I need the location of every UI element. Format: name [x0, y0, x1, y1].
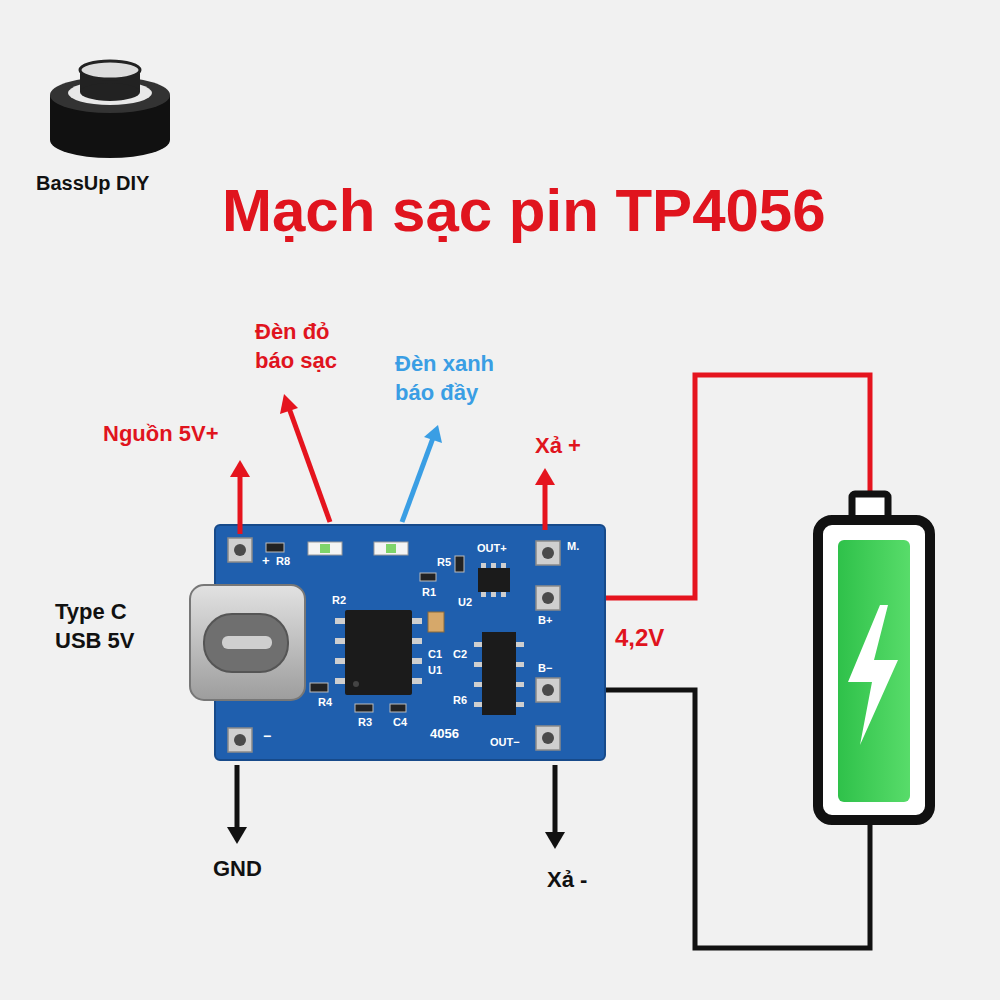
- silkscreen-label: R3: [358, 717, 372, 728]
- silkscreen-label: −: [263, 729, 271, 743]
- callout-label: BassUp DIY: [36, 170, 149, 196]
- callout-label: 4,2V: [615, 622, 664, 653]
- callout-label: Nguồn 5V+: [103, 420, 219, 449]
- title: Mạch sạc pin TP4056: [222, 178, 826, 244]
- silkscreen-label: M.: [567, 541, 579, 552]
- leader-arrows: [227, 394, 565, 849]
- pcb: [190, 525, 605, 760]
- silkscreen-label: C1: [428, 649, 442, 660]
- silkscreen-label: C2: [453, 649, 467, 660]
- silkscreen-label: R6: [453, 695, 467, 706]
- logo-speaker: [50, 61, 170, 158]
- silkscreen-label: R4: [318, 697, 332, 708]
- silkscreen-label: U2: [458, 597, 472, 608]
- callout-label: Đèn đỏ báo sạc: [255, 318, 367, 375]
- battery: [818, 494, 930, 820]
- silkscreen-label: +: [262, 554, 270, 567]
- silkscreen-label: R8: [276, 556, 290, 567]
- callout-label: GND: [213, 855, 262, 884]
- callout-label: Đèn xanh báo đầy: [395, 350, 533, 407]
- silkscreen-label: C4: [393, 717, 407, 728]
- silkscreen-label: U1: [428, 665, 442, 676]
- silkscreen-label: OUT+: [477, 543, 507, 554]
- silkscreen-label: B−: [538, 663, 552, 674]
- silkscreen-label: R2: [332, 595, 346, 606]
- pcb-module: + R8 R5 OUT+ M. R2 R1U2B+ C2 C1U1 B− R6 R4R3 C4 4056O…: [215, 525, 605, 760]
- callout-label: Xả +: [535, 432, 581, 461]
- silkscreen-label: R1: [422, 587, 436, 598]
- callout-label: Type C USB 5V: [55, 598, 155, 655]
- silkscreen-label: OUT−: [490, 737, 520, 748]
- callout-label: Xả -: [547, 866, 587, 895]
- silkscreen-label: R5: [437, 557, 451, 568]
- silkscreen-label: B+: [538, 615, 552, 626]
- silkscreen-label: 4056: [430, 727, 459, 740]
